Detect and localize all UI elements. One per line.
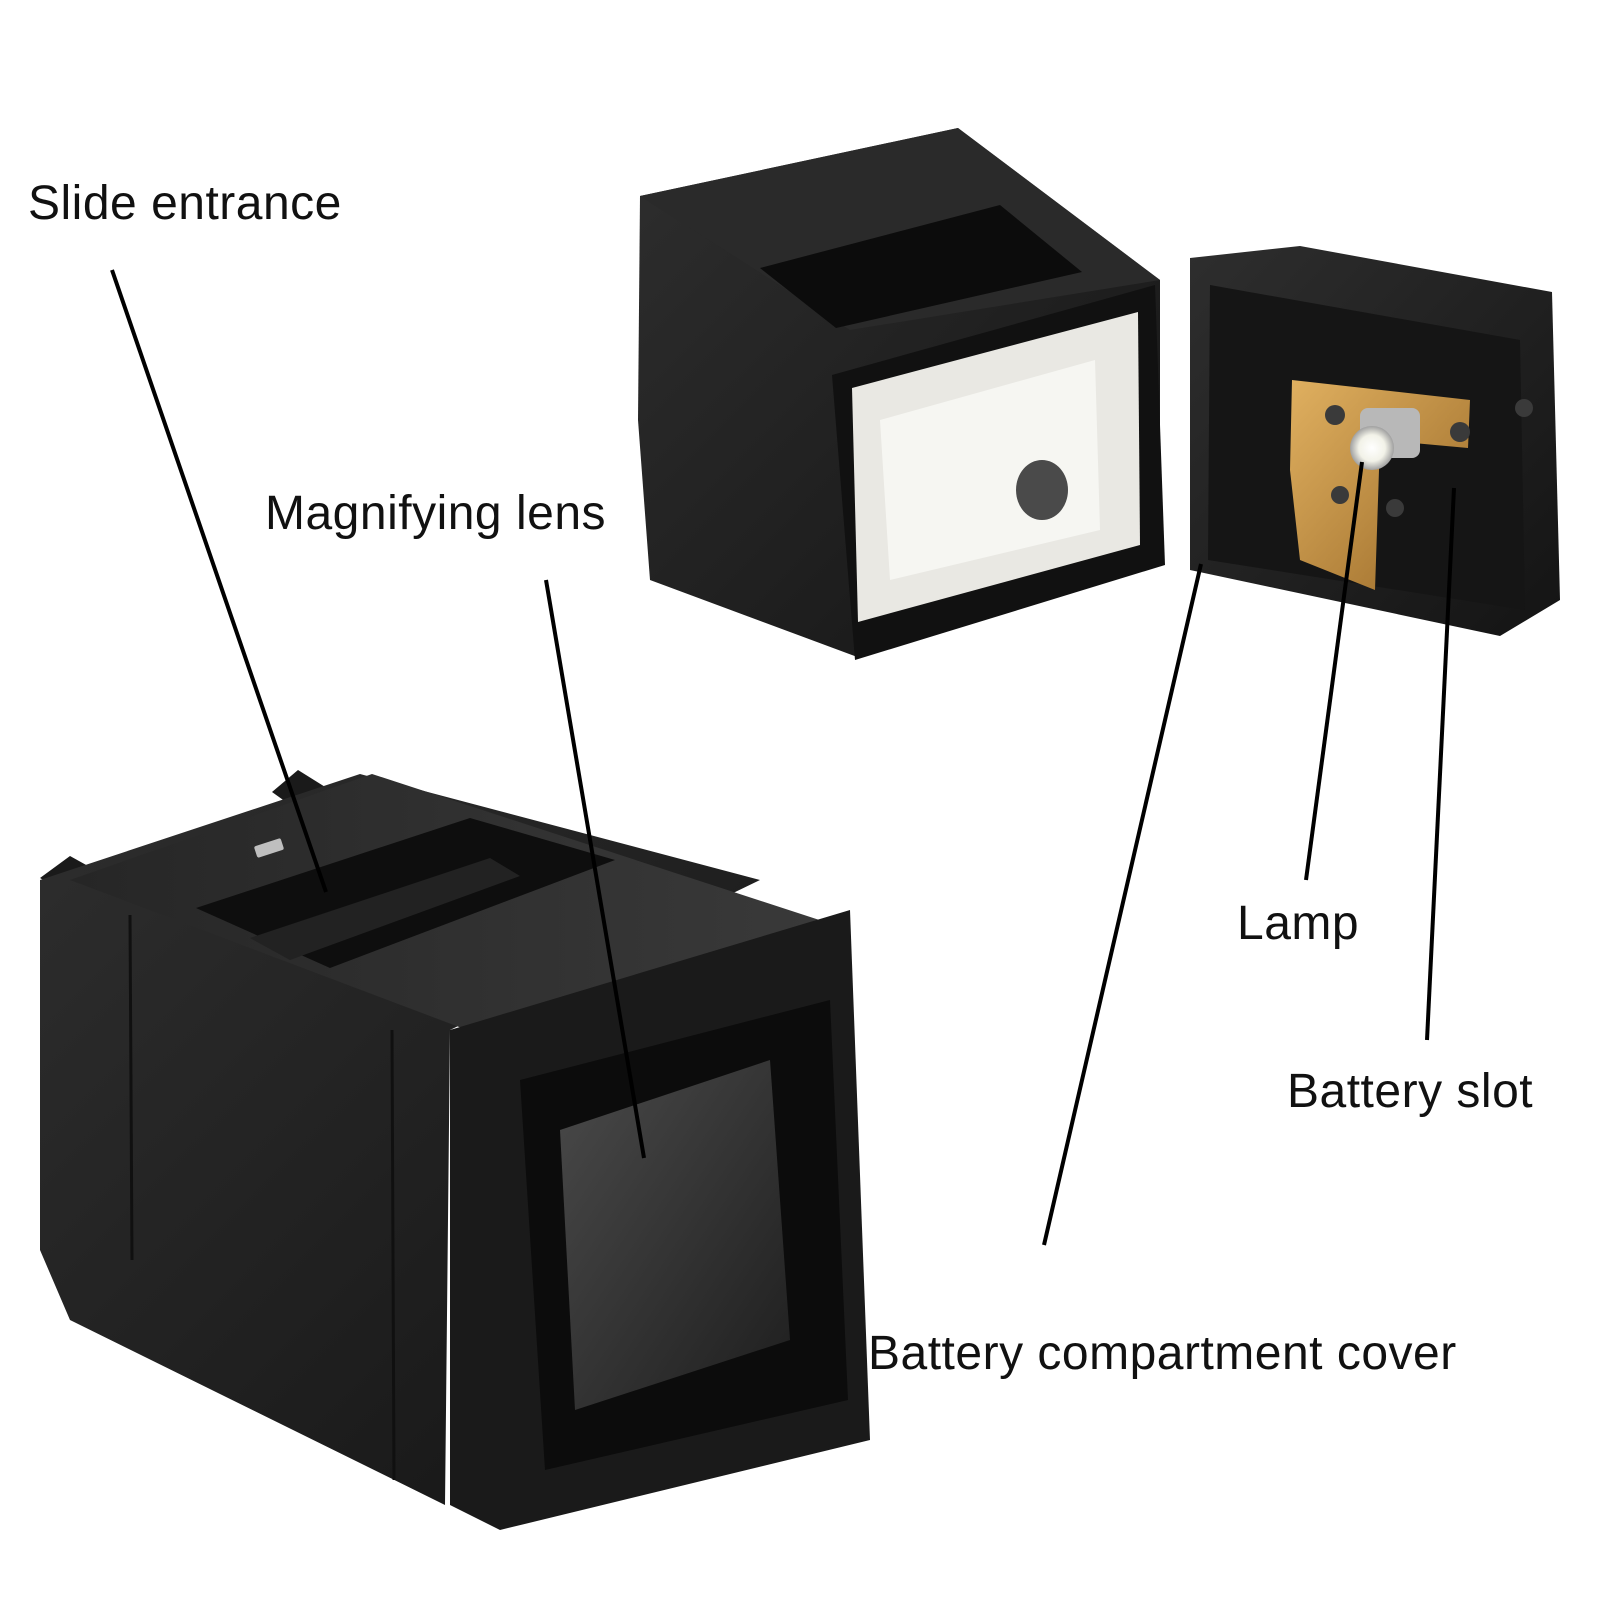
- battery-cover-piece: [1190, 246, 1560, 636]
- label-lamp: Lamp: [1237, 897, 1360, 950]
- label-battery-compartment-cover: Battery compartment cover: [868, 1327, 1457, 1380]
- leader-line-lamp: [1304, 461, 1364, 881]
- label-slide-entrance: Slide entrance: [28, 177, 342, 230]
- leader-line-battery-cover: [1042, 563, 1203, 1246]
- leader-line-battery-slot: [1425, 487, 1456, 1041]
- leader-line-slide-entrance: [110, 269, 328, 893]
- leader-line-magnifying-lens: [544, 579, 646, 1159]
- leader-lines: [110, 269, 1456, 1246]
- label-battery-slot: Battery slot: [1287, 1065, 1534, 1118]
- viewer-assembled: [40, 770, 870, 1530]
- viewer-front-piece: [638, 128, 1165, 660]
- label-magnifying-lens: Magnifying lens: [265, 487, 607, 540]
